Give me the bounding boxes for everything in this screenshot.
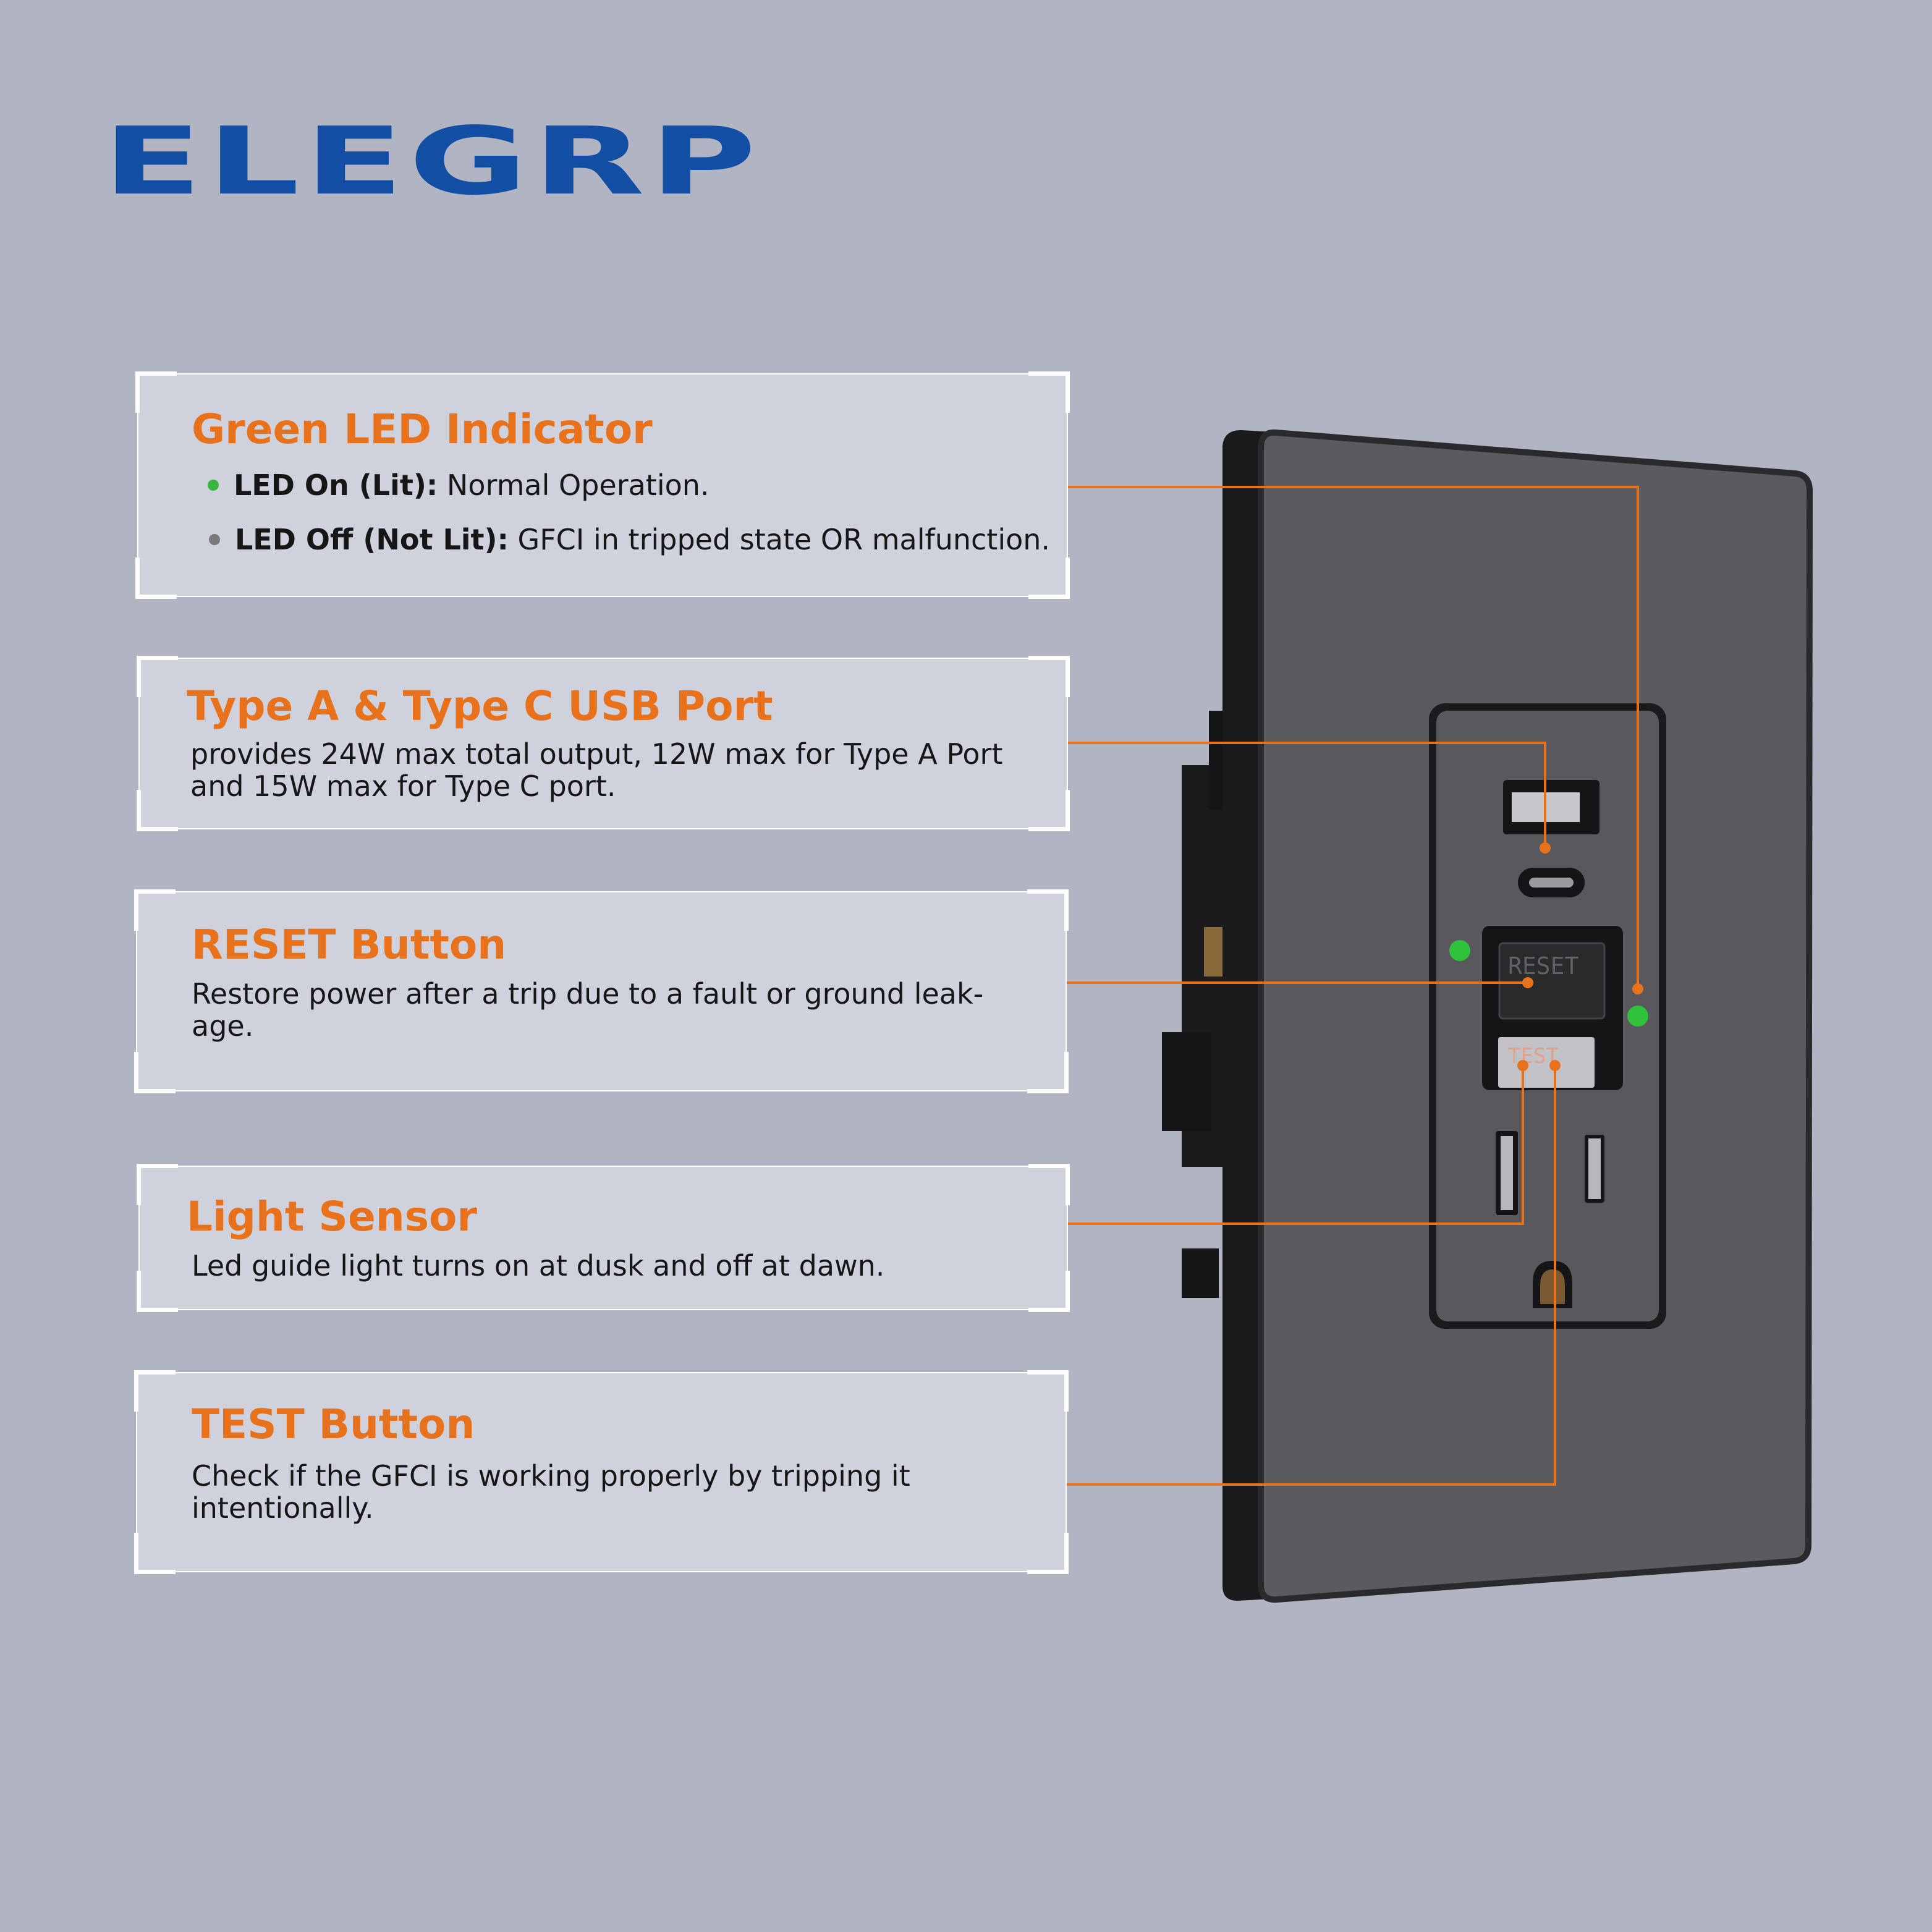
- card-corner: [135, 371, 177, 413]
- bullet-text: GFCI in tripped state OR malfunction.: [508, 523, 1051, 556]
- night-light-led-icon: [1449, 940, 1470, 961]
- bullet-text: Normal Operation.: [438, 468, 710, 502]
- card-corner: [1028, 656, 1070, 697]
- callout-usb: [1068, 742, 1546, 848]
- card-corner: [1027, 1533, 1069, 1574]
- card-corner: [134, 1533, 176, 1574]
- card-corner: [1027, 1052, 1069, 1093]
- card-description: Check if the GFCI is working properly by…: [192, 1459, 910, 1525]
- bullet-led-on: LED On (Lit): Normal Operation.: [208, 468, 710, 502]
- card-description: Led guide light turns on at dusk and off…: [192, 1249, 885, 1282]
- card-corner: [1028, 1164, 1070, 1205]
- green-dot-icon: [208, 480, 219, 491]
- card-corner: [137, 656, 178, 697]
- feature-card-usb: Type A & Type C USB Port provides 24W ma…: [137, 656, 1070, 831]
- status-led-icon: [1627, 1006, 1648, 1027]
- card-title: Green LED Indicator: [192, 405, 653, 453]
- feature-card-sensor: Light Sensor Led guide light turns on at…: [137, 1164, 1070, 1312]
- callout-dots: [1517, 842, 1643, 1071]
- card-corner: [1027, 889, 1069, 931]
- bullet-label: LED On (Lit):: [234, 468, 438, 502]
- card-description: Restore power after a trip due to a faul…: [192, 977, 984, 1043]
- brand-logo: ELEGRP: [103, 107, 761, 216]
- gray-dot-icon: [209, 534, 220, 545]
- card-title: TEST Button: [192, 1400, 475, 1448]
- card-title: Light Sensor: [187, 1193, 477, 1240]
- feature-card-test: TEST Button Check if the GFCI is working…: [134, 1370, 1069, 1574]
- card-corner: [134, 1052, 176, 1093]
- card-title: RESET Button: [192, 921, 507, 968]
- card-corner: [137, 1271, 178, 1312]
- card-corner: [1028, 790, 1070, 831]
- card-corner: [135, 557, 177, 599]
- feature-card-led: Green LED Indicator LED On (Lit): Normal…: [135, 371, 1070, 599]
- card-title: Type A & Type C USB Port: [187, 682, 773, 730]
- card-corner: [137, 790, 178, 831]
- bullet-led-off: LED Off (Not Lit): GFCI in tripped state…: [209, 523, 1051, 556]
- feature-card-reset: RESET Button Restore power after a trip …: [134, 889, 1069, 1093]
- card-corner: [1028, 1271, 1070, 1312]
- card-description: provides 24W max total output, 12W max f…: [190, 737, 1003, 803]
- callout-led: [1068, 486, 1639, 989]
- reset-button-label: RESET: [1508, 952, 1578, 980]
- callout-test: [1067, 1066, 1556, 1486]
- card-corner: [1028, 557, 1070, 599]
- card-corner: [134, 1370, 176, 1412]
- card-corner: [137, 1164, 178, 1205]
- bullet-label: LED Off (Not Lit):: [235, 523, 509, 556]
- callout-sensor: [1068, 1066, 1524, 1225]
- card-corner: [1028, 371, 1070, 413]
- reset-button[interactable]: [1498, 942, 1606, 1020]
- callout-lines: [1067, 486, 1639, 1486]
- card-corner: [1027, 1370, 1069, 1412]
- card-corner: [134, 889, 176, 931]
